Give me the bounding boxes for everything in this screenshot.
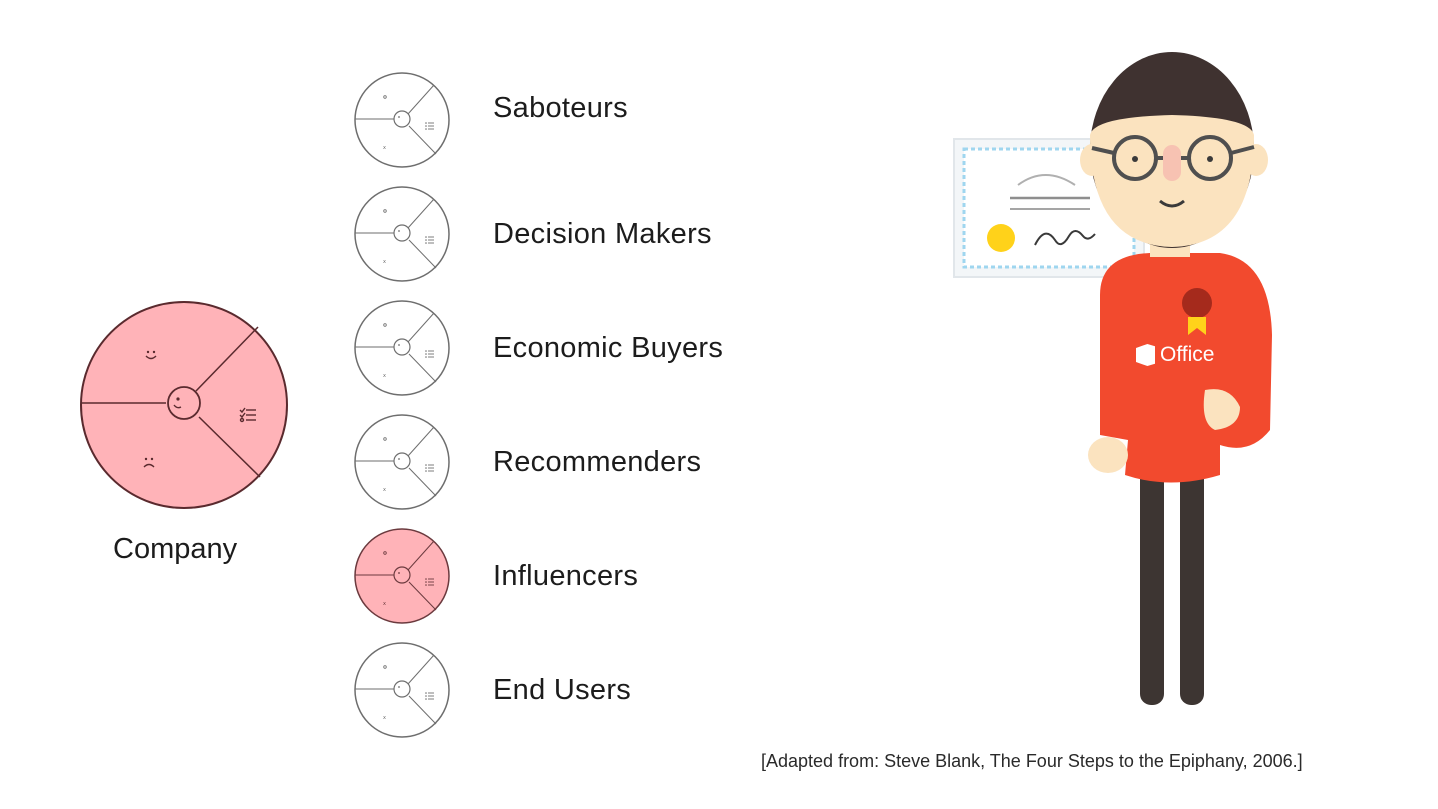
role-label: Saboteurs: [493, 92, 628, 124]
office-character-illustration: [953, 52, 1272, 705]
company-persona-icon: [80, 301, 288, 509]
role-persona-icon: x: [354, 72, 450, 168]
role-label: Decision Makers: [493, 218, 712, 250]
office-logo-icon: [1136, 344, 1155, 366]
citation: [Adapted from: Steve Blank, The Four Ste…: [761, 751, 1303, 771]
company-label: Company: [113, 533, 238, 565]
role-label: Recommenders: [493, 446, 702, 478]
role-label: Influencers: [493, 560, 639, 592]
role-persona-icon: x: [354, 414, 450, 510]
svg-text:x: x: [383, 715, 386, 721]
svg-text:x: x: [383, 487, 386, 493]
svg-text:x: x: [383, 601, 386, 607]
office-brand: Office: [1136, 343, 1214, 367]
role-label: Economic Buyers: [493, 332, 724, 364]
svg-text:x: x: [383, 145, 386, 151]
svg-text:x: x: [383, 259, 386, 265]
role-persona-icon: x: [354, 528, 450, 624]
role-persona-icon: x: [354, 300, 450, 396]
role-label: End Users: [493, 674, 632, 706]
office-brand-label: Office: [1160, 343, 1215, 366]
role-persona-icon: x: [354, 642, 450, 738]
svg-text:x: x: [383, 373, 386, 379]
role-persona-icon: x: [354, 186, 450, 282]
